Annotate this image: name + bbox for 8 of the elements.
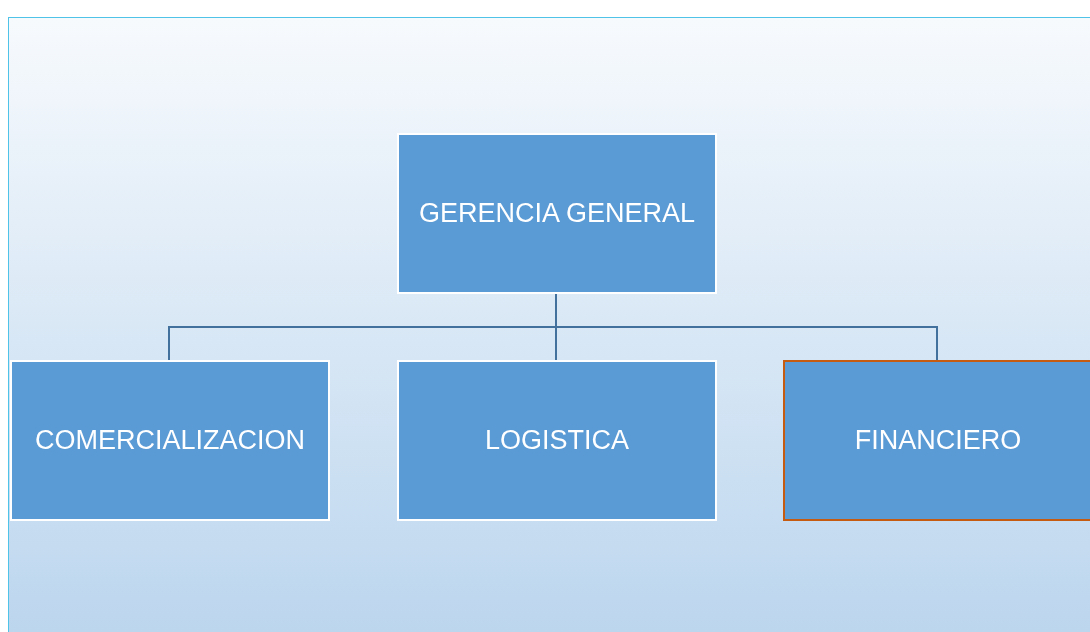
box-label: FINANCIERO — [854, 425, 1022, 456]
box-label: GERENCIA GENERAL — [418, 198, 696, 229]
org-box — [783, 360, 1090, 521]
box-label: COMERCIALIZACION — [35, 425, 305, 456]
org-box — [397, 360, 717, 521]
org-box — [397, 133, 717, 294]
org-box — [10, 360, 330, 521]
box-label: LOGISTICA — [485, 425, 629, 456]
